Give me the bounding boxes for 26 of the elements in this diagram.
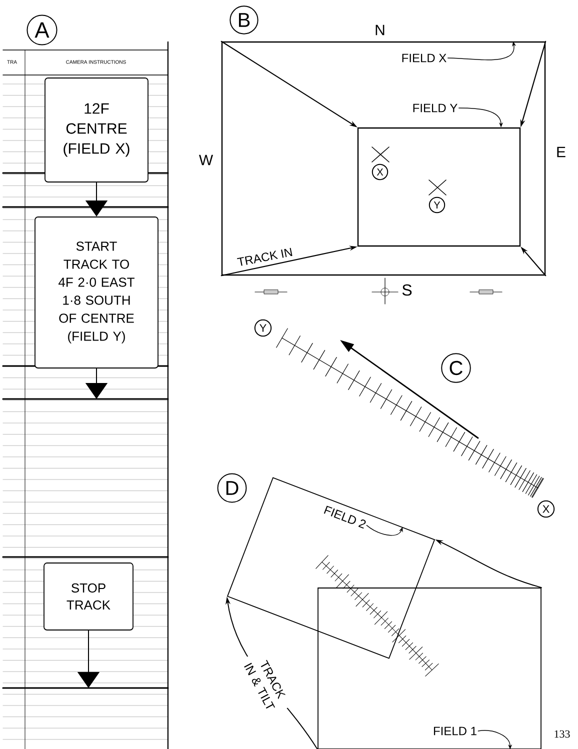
circled-letter: Y (254, 319, 272, 337)
circled-letter: D (217, 473, 247, 503)
compass-letter: E (557, 146, 566, 158)
field-label: FIELD 1 (432, 726, 478, 736)
field-label: FIELD X (402, 54, 446, 62)
leader-line (478, 730, 512, 749)
field-label: FIELD 2 (324, 506, 366, 529)
edge-label: TRACK IN (236, 246, 294, 268)
circled-letter: X (537, 500, 555, 518)
instruction-box: START TRACK TO 4F 2·0 EAST 1·8 SOUTH OF CENTRE (FIELD Y) (34, 216, 158, 368)
circled-letter: X (372, 164, 388, 180)
circled-letter: Y (428, 196, 446, 214)
field-frame (357, 127, 521, 247)
circled-letter: B (230, 6, 258, 34)
field-frame (318, 588, 542, 749)
field-label: FIELD Y (413, 104, 458, 112)
circled-letter: A (26, 14, 58, 46)
field-frame (221, 41, 546, 276)
compass-letter: N (376, 24, 384, 36)
leader-line (366, 524, 403, 536)
compass-letter: W (198, 154, 214, 166)
instruction-box: 12F CENTRE (FIELD X) (44, 78, 148, 182)
instruction-box: STOP TRACK (44, 562, 134, 630)
circled-letter: C (441, 353, 471, 383)
compass-letter: S (402, 284, 412, 296)
page-number: 133 (554, 730, 570, 738)
